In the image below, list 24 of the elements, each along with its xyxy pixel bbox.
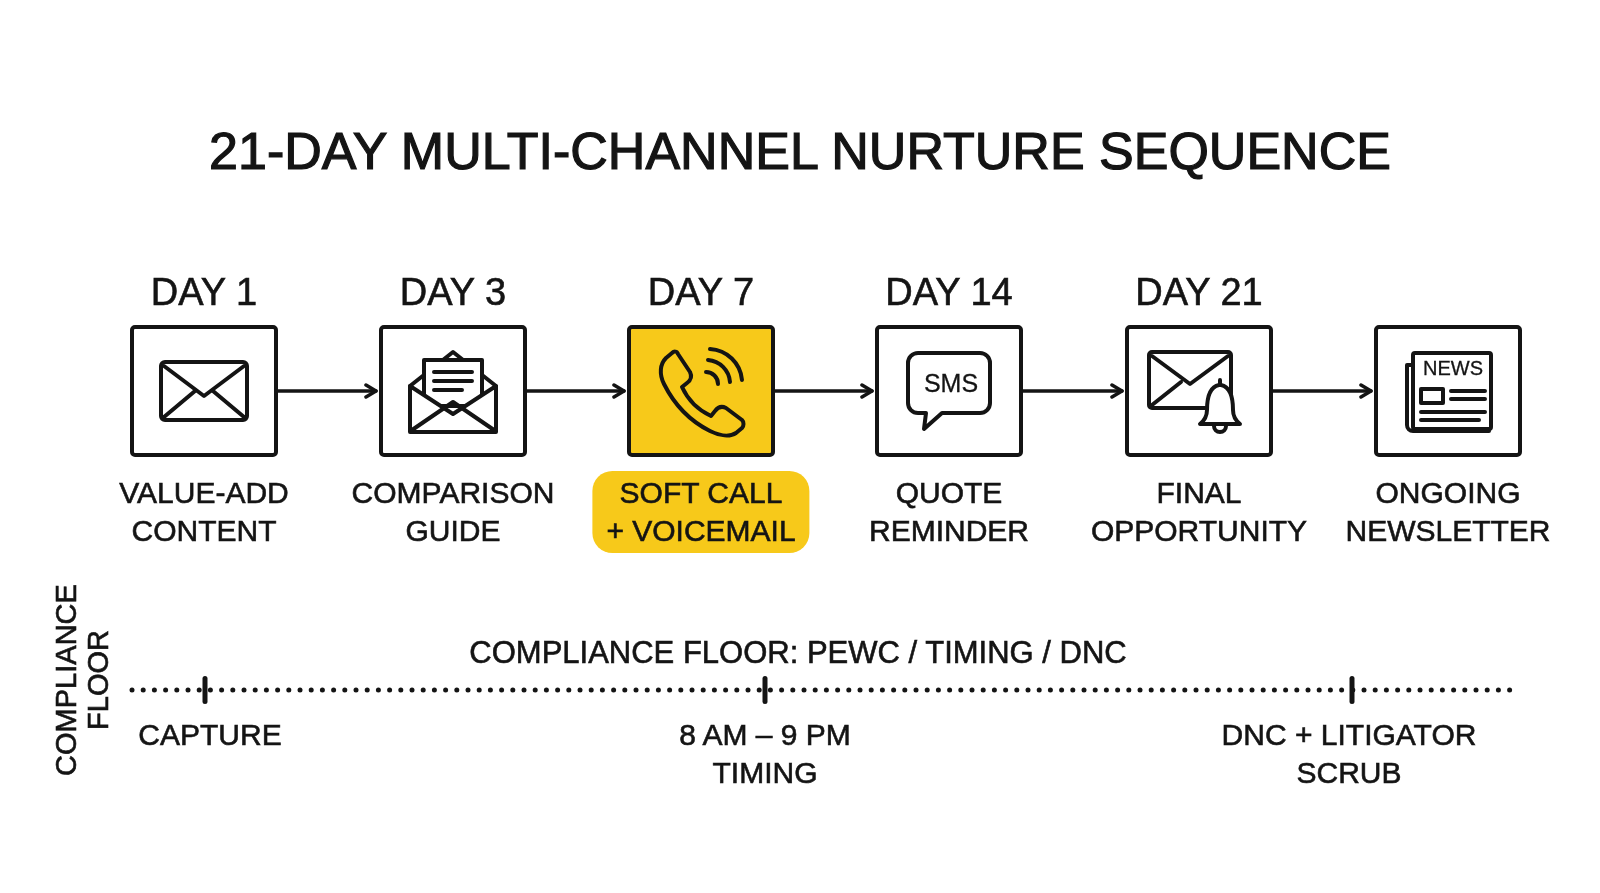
step-caption: ONGOING NEWSLETTER [1344, 475, 1552, 549]
arrow [1271, 383, 1373, 399]
title: 21-DAY MULTI-CHANNEL NURTURE SEQUENCE [209, 121, 1391, 182]
bubble-text: SMS [923, 368, 979, 399]
timeline-label: CAPTURE [138, 717, 282, 753]
day-heading: DAY 3 [399, 271, 507, 313]
newspaper-headline: NEWS [1423, 356, 1483, 381]
axis-label: COMPLIANCE FLOOR [50, 584, 114, 776]
timeline-label: 8 AM – 9 PM TIMING [679, 717, 851, 791]
timeline-label: DNC + LITIGATOR SCRUB [1221, 717, 1477, 791]
day-heading: DAY 7 [647, 271, 755, 313]
arrow [773, 383, 874, 399]
day-heading: DAY 14 [885, 271, 1013, 313]
day-heading: DAY 21 [1135, 271, 1263, 313]
step-caption: SOFT CALL + VOICEMAIL [592, 471, 810, 553]
day-heading: DAY 1 [150, 271, 258, 313]
step-caption: VALUE-ADD CONTENT [118, 475, 290, 549]
step-caption: COMPARISON GUIDE [350, 475, 556, 549]
arrow [525, 383, 626, 399]
step-caption: FINAL OPPORTUNITY [1089, 475, 1309, 549]
timeline-heading: COMPLIANCE FLOOR: PEWC / TIMING / DNC [469, 634, 1127, 672]
arrow [276, 383, 378, 399]
arrow [1021, 383, 1124, 399]
step-caption: QUOTE REMINDER [868, 475, 1030, 549]
